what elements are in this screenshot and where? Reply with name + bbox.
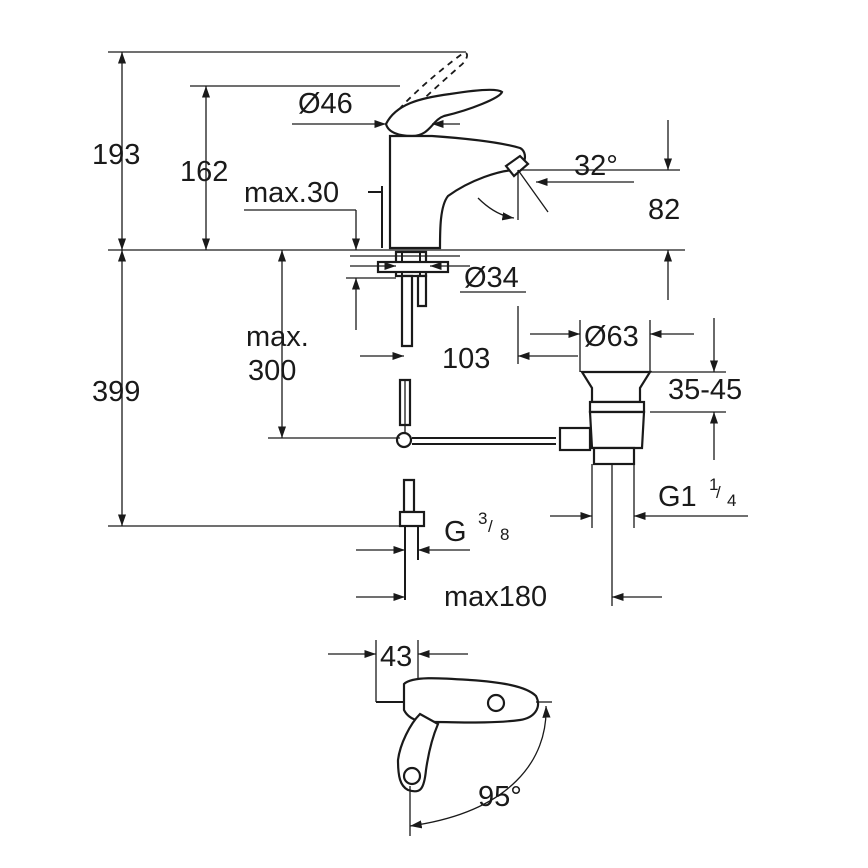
faucet-top-view (328, 640, 552, 836)
dimension-lines (108, 51, 748, 606)
label-162: 162 (180, 156, 228, 188)
label-diameter-46: Ø46 (298, 88, 353, 120)
label-g1-numerator: 1 (709, 475, 718, 494)
dimension-labels: 193 162 Ø46 32° 82 max.30 Ø34 max. 300 1… (92, 88, 742, 813)
label-g38-denominator: 8 (500, 525, 509, 544)
label-g38-main: G (444, 516, 467, 548)
hose-connector (398, 510, 426, 528)
label-193: 193 (92, 139, 140, 171)
lever-open-outline (391, 52, 468, 127)
pop-up-waste (395, 370, 652, 466)
label-max30: max.30 (244, 177, 339, 209)
waste-plug (580, 370, 652, 404)
label-max180: max180 (444, 581, 547, 613)
label-max300-line1: max. (246, 321, 309, 353)
faucet-aerator (504, 154, 530, 178)
label-35-45: 35-45 (668, 374, 742, 406)
supply-hose (400, 274, 414, 348)
faucet-side-view (368, 52, 530, 600)
label-angle-32: 32° (574, 150, 618, 182)
label-g38-slash: / (488, 517, 493, 536)
label-diameter-34: Ø34 (464, 262, 519, 294)
waste-body (588, 410, 646, 450)
faucet-body (388, 134, 526, 250)
label-g38-numerator: 3 (478, 509, 487, 528)
label-103: 103 (442, 343, 490, 375)
label-angle-95: 95° (478, 781, 522, 813)
label-43: 43 (380, 641, 412, 673)
label-g1-main: G1 (658, 481, 697, 513)
label-max300-line2: 300 (248, 355, 296, 387)
label-g1-slash: / (716, 483, 721, 502)
label-diameter-63: Ø63 (584, 321, 639, 353)
label-82: 82 (648, 194, 680, 226)
pop-up-rod (368, 186, 383, 248)
label-g1-denominator: 4 (727, 491, 736, 510)
label-399: 399 (92, 376, 140, 408)
faucet-lever (384, 88, 504, 138)
